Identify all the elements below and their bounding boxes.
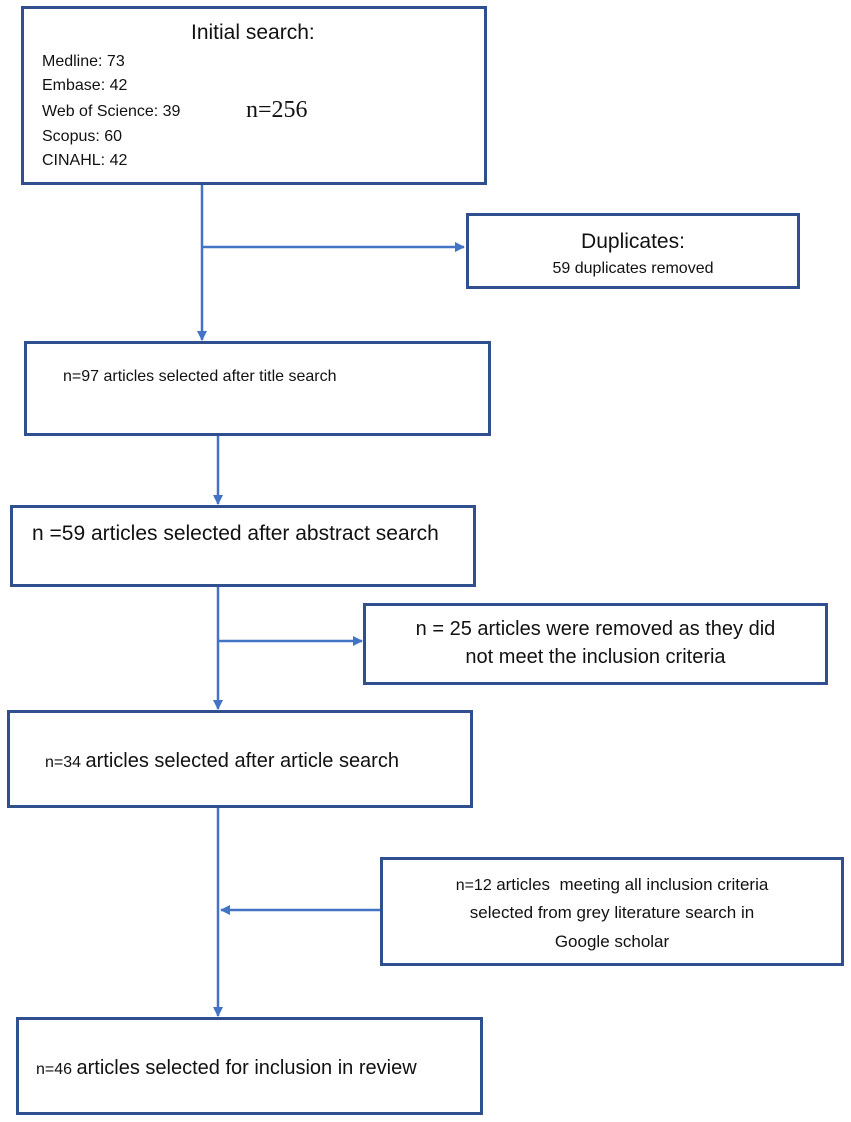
source-scopus: Scopus: 60 <box>42 128 123 145</box>
source-medline: Medline: 73 <box>42 53 125 70</box>
grey-literature-text-1: articles meeting all inclusion criteria <box>496 875 769 894</box>
excluded-box: n = 25 articles were removed as they did… <box>363 603 828 685</box>
excluded-line-1: n = 25 articles were removed as they did <box>415 618 776 640</box>
grey-literature-line-1: n=12 articles meeting all inclusion crit… <box>383 875 841 895</box>
article-search-label: articles selected after article search <box>85 750 399 772</box>
duplicates-box: Duplicates: 59 duplicates removed <box>466 213 800 289</box>
source-web-of-science: Web of Science: 39 <box>42 103 181 120</box>
initial-search-total: n=256 <box>246 97 308 123</box>
article-search-box: n=34 articles selected after article sea… <box>7 710 473 808</box>
title-search-box: n=97 articles selected after title searc… <box>24 341 491 436</box>
final-text: n=46 articles selected for inclusion in … <box>36 1057 417 1080</box>
initial-search-title: Initial search: <box>191 21 315 44</box>
final-label: articles selected for inclusion in revie… <box>76 1057 417 1079</box>
abstract-search-count: n =59 <box>32 522 86 545</box>
final-inclusion-box: n=46 articles selected for inclusion in … <box>16 1017 483 1115</box>
source-cinahl: CINAHL: 42 <box>42 152 128 169</box>
source-embase: Embase: 42 <box>42 77 128 94</box>
grey-literature-line-3: Google scholar <box>554 932 670 951</box>
abstract-search-box: n =59 articles selected after abstract s… <box>10 505 476 587</box>
initial-search-box: Initial search: Medline: 73 Embase: 42 W… <box>21 6 487 185</box>
grey-literature-count: n=12 <box>455 877 492 894</box>
grey-literature-line-2: selected from grey literature search in <box>469 903 755 922</box>
abstract-search-label: articles selected after abstract search <box>90 522 439 545</box>
title-search-label: articles selected after title search <box>103 368 337 385</box>
excluded-line-2: not meet the inclusion criteria <box>465 646 726 668</box>
abstract-search-text: n =59 articles selected after abstract s… <box>32 522 439 546</box>
article-search-text: n=34 articles selected after article sea… <box>45 750 399 773</box>
duplicates-title: Duplicates: <box>581 230 685 253</box>
duplicates-detail: 59 duplicates removed <box>552 260 714 277</box>
title-search-count: n=97 <box>63 368 100 385</box>
grey-literature-box: n=12 articles meeting all inclusion crit… <box>380 857 844 966</box>
final-count: n=46 <box>36 1061 73 1078</box>
article-search-count: n=34 <box>45 754 82 771</box>
title-search-text: n=97 articles selected after title searc… <box>63 368 337 386</box>
